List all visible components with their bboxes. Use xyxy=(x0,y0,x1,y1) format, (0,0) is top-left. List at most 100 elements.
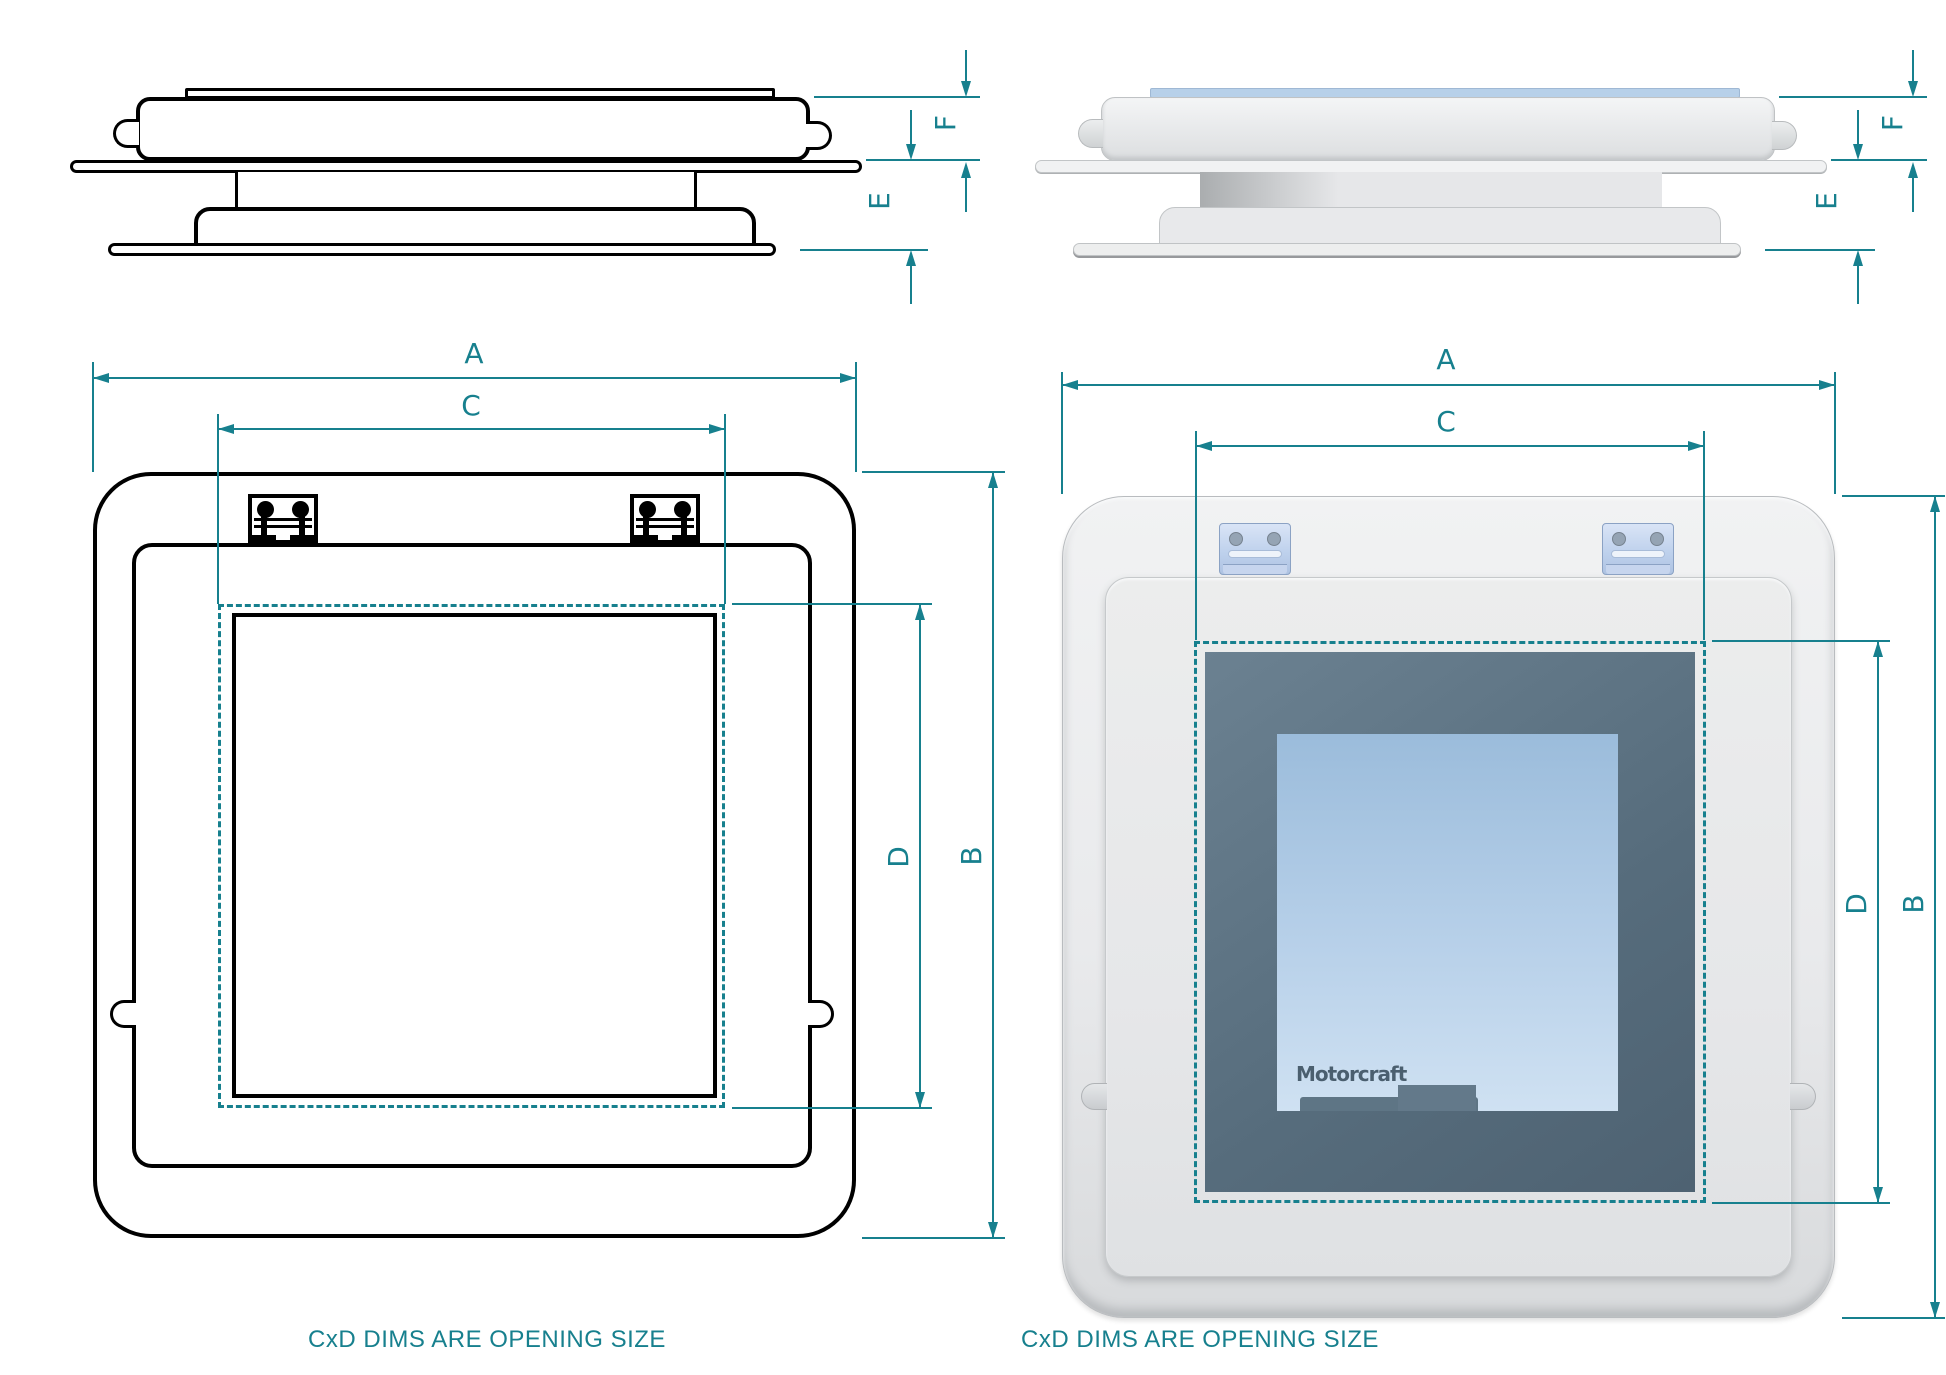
opening-outline xyxy=(218,604,725,1108)
dim-c-arrow-left xyxy=(1196,441,1212,451)
ext-line-lid-top xyxy=(814,96,980,98)
dim-c-line xyxy=(218,428,725,430)
dim-c-label: C xyxy=(461,388,481,422)
ext-line-flange xyxy=(866,159,980,161)
dim-a-ext-right xyxy=(855,362,857,472)
dim-a-arrow-left xyxy=(1062,380,1078,390)
base-plate-profile xyxy=(1073,243,1741,256)
hinge-pin-bar xyxy=(636,518,694,521)
hinge-screw xyxy=(1612,532,1626,546)
latch-knob-left xyxy=(1078,119,1103,148)
dim-e-lower-line xyxy=(1857,264,1859,304)
dim-e-label: E xyxy=(862,192,896,210)
dim-c-arrow-left xyxy=(218,424,234,434)
dim-b-arrow-bottom xyxy=(1930,1302,1940,1318)
handle-shadow-block xyxy=(1398,1085,1476,1111)
dim-b-label: B xyxy=(954,846,988,866)
latch-knob-right xyxy=(1772,121,1797,150)
dim-d-ext-bottom xyxy=(1712,1202,1890,1204)
latch-knob-left xyxy=(113,119,139,148)
hinge-screw xyxy=(1650,532,1664,546)
latch-knob-right xyxy=(806,121,832,150)
dim-a-arrow-right xyxy=(840,373,856,383)
neck-profile xyxy=(1200,172,1662,210)
opening-outline xyxy=(1194,641,1706,1203)
dim-c-arrow-right xyxy=(1688,441,1704,451)
hinge-pin-boss xyxy=(292,501,309,518)
hinge-screw xyxy=(1267,532,1281,546)
brand-logo: Motorcraft xyxy=(1296,1062,1407,1086)
dim-b-arrow-top xyxy=(988,472,998,488)
dim-f-lower-arrow xyxy=(1853,144,1863,160)
dim-c-ext-left xyxy=(217,414,219,604)
dim-f-upper-arrow xyxy=(961,81,971,97)
dim-b-arrow-bottom xyxy=(988,1222,998,1238)
hinge-pin-boss xyxy=(674,501,691,518)
left-caption: CxD DIMS ARE OPENING SIZE xyxy=(308,1326,666,1353)
dim-b-line xyxy=(1934,496,1936,1318)
pivot-knob-right xyxy=(808,1000,834,1028)
dim-b-ext-bottom xyxy=(1842,1317,1945,1319)
hinge-foot xyxy=(672,535,696,540)
dim-b-ext-top xyxy=(1842,495,1945,497)
dim-a-label: A xyxy=(1436,342,1456,376)
dim-e-lower-arrow xyxy=(906,250,916,266)
dim-e-label: E xyxy=(1809,192,1843,210)
hinge-right xyxy=(1602,523,1674,575)
dim-f-label: F xyxy=(1875,114,1909,132)
hinge-screw xyxy=(1229,532,1243,546)
dim-d-ext-bottom xyxy=(732,1107,932,1109)
dim-e-lower-line xyxy=(910,264,912,304)
pivot-knob-left xyxy=(1081,1083,1107,1110)
dim-d-line xyxy=(1877,641,1879,1203)
dim-f-lower-line xyxy=(910,110,912,146)
mount-flange-profile xyxy=(70,160,862,173)
ext-line-base-bottom xyxy=(800,249,928,251)
hinge-slot xyxy=(1611,550,1665,558)
dim-d-arrow-top xyxy=(915,604,925,620)
window-pane xyxy=(1277,734,1618,1111)
dim-a-line xyxy=(93,377,856,379)
hinge-foot xyxy=(252,535,276,540)
dim-c-label: C xyxy=(1436,404,1456,438)
dim-d-ext-top xyxy=(732,603,932,605)
dim-f-label: F xyxy=(928,114,962,132)
dim-e-upper-line xyxy=(1912,176,1914,212)
dim-a-ext-right xyxy=(1834,372,1836,494)
hinge-pin-bar xyxy=(254,525,312,528)
dim-d-line xyxy=(919,604,921,1108)
dim-a-arrow-right xyxy=(1819,380,1835,390)
ext-line-base-bottom xyxy=(1765,249,1875,251)
dim-e-upper-arrow xyxy=(961,162,971,178)
hinge-foot xyxy=(290,535,314,540)
dim-b-ext-bottom xyxy=(862,1237,1005,1239)
hinge-pin-bar xyxy=(254,518,312,521)
dim-e-lower-arrow xyxy=(1853,250,1863,266)
dim-c-ext-right xyxy=(1703,431,1705,640)
dim-c-ext-left xyxy=(1195,431,1197,640)
dim-f-upper-arrow xyxy=(1908,81,1918,97)
dim-b-ext-top xyxy=(862,471,1005,473)
hinge-slot xyxy=(1228,550,1282,558)
dim-d-arrow-top xyxy=(1873,641,1883,657)
dim-a-label: A xyxy=(464,336,484,370)
hinge-foot xyxy=(634,535,658,540)
window-pane xyxy=(232,613,717,1098)
ext-line-flange xyxy=(1831,159,1927,161)
lid-profile xyxy=(1101,97,1775,161)
dim-f-upper-line xyxy=(965,50,967,83)
dim-f-upper-line xyxy=(1912,50,1914,83)
dim-c-ext-right xyxy=(724,414,726,604)
dim-d-label: D xyxy=(881,846,915,868)
hinge-knuckle xyxy=(1606,564,1670,574)
dim-e-upper-line xyxy=(965,176,967,212)
dim-d-label: D xyxy=(1839,893,1873,915)
dim-e-upper-arrow xyxy=(1908,162,1918,178)
hinge-left xyxy=(1219,523,1291,575)
hinge-right xyxy=(630,494,700,544)
pivot-knob-left xyxy=(110,1000,136,1028)
hinge-knuckle xyxy=(1223,564,1287,574)
pivot-knob-right xyxy=(1790,1083,1816,1110)
dim-b-line xyxy=(992,472,994,1238)
